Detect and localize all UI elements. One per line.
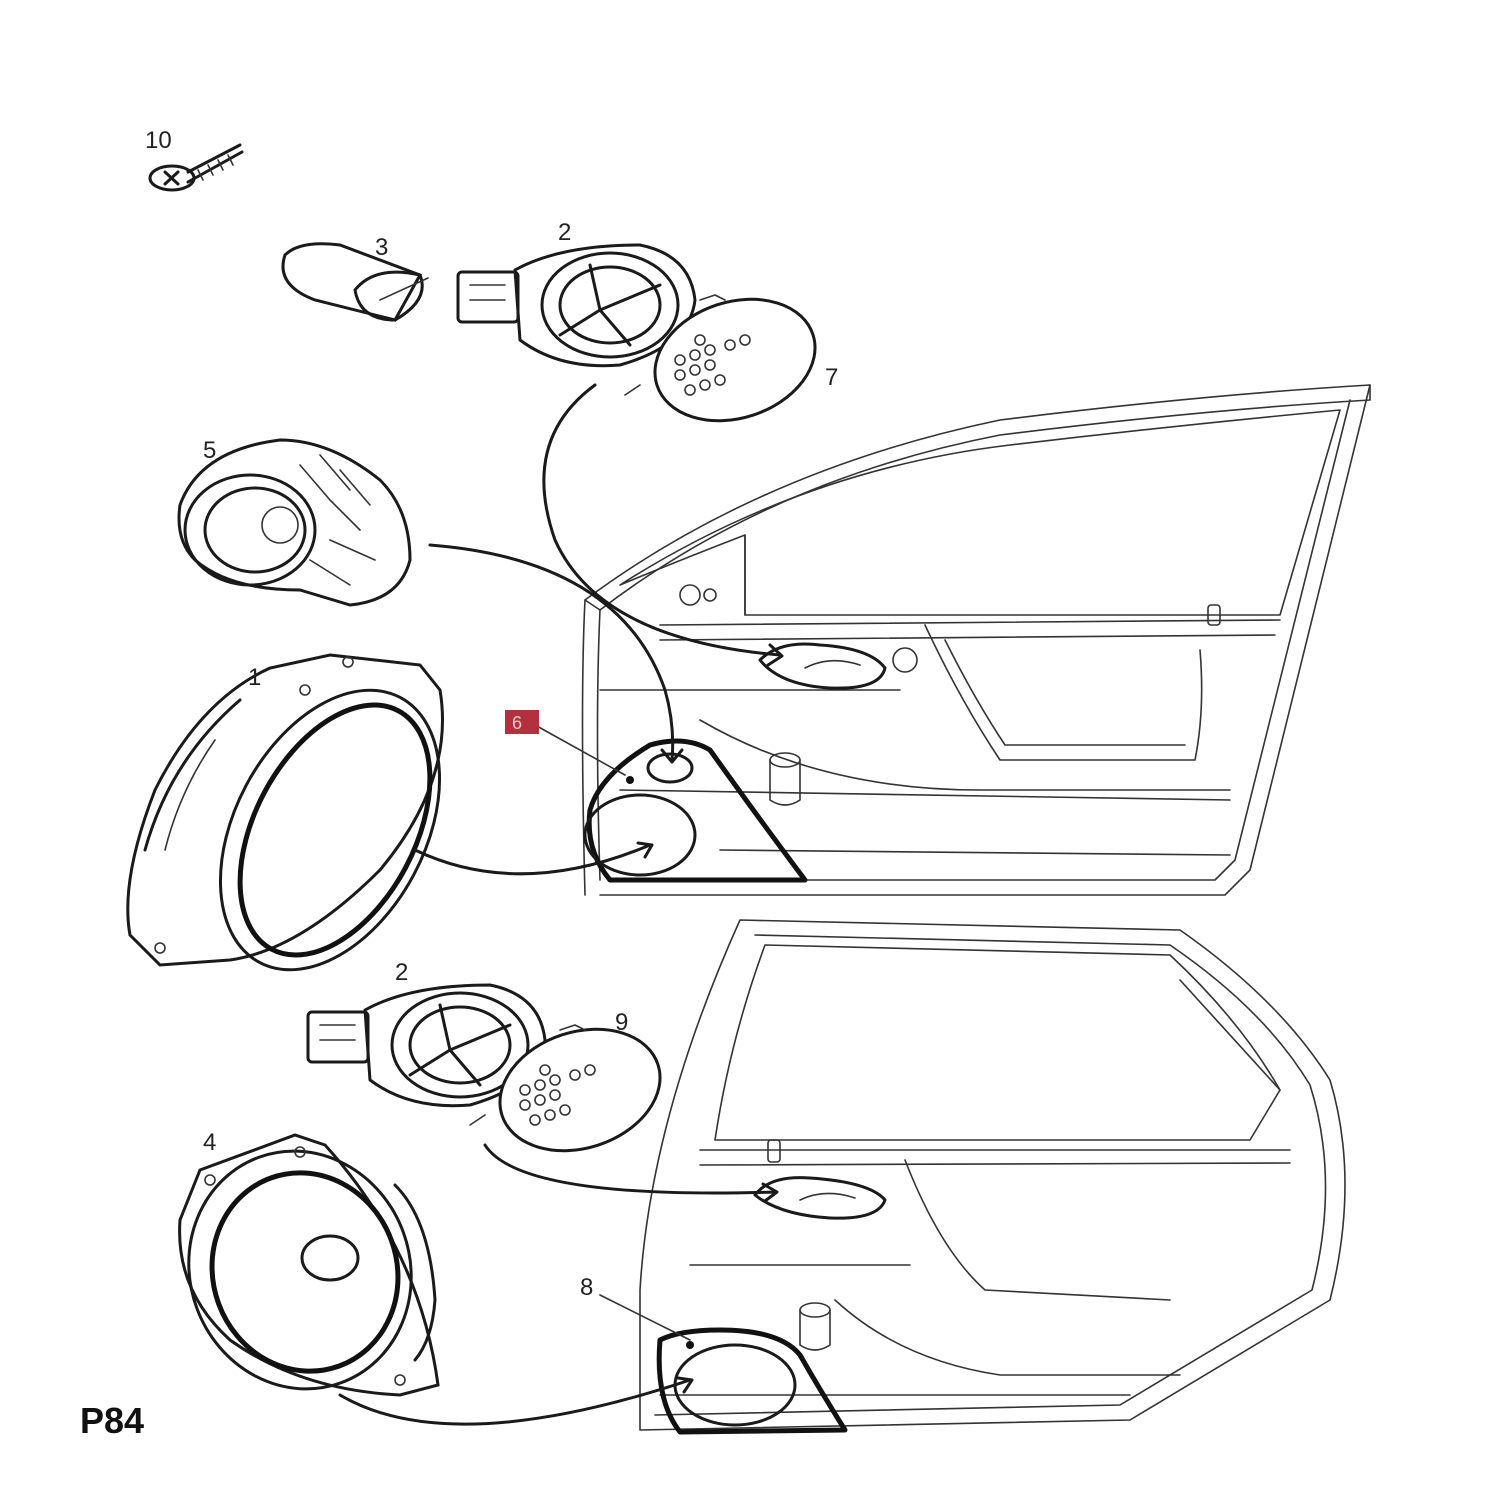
callout-front-speaker: 1 [248, 664, 261, 691]
rear-speaker-icon [178, 1133, 440, 1397]
callout-screw: 10 [145, 127, 172, 154]
assembly-arrows [338, 383, 784, 1426]
callout-rear-tweeter-housing: 2 [395, 959, 408, 986]
front-tweeter-grille-icon [624, 294, 817, 423]
callout-rear-trim: 8 [580, 1274, 593, 1301]
cover-sleeve-icon [281, 242, 429, 322]
callout-front-tweeter-grille: 7 [825, 364, 838, 391]
rear-tweeter-grille-icon [469, 1024, 662, 1153]
front-speaker-icon [126, 653, 444, 972]
rear-tweeter-housing-icon [306, 983, 547, 1108]
callout-speaker-adapter: 5 [203, 437, 216, 464]
callout-front-tweeter-housing: 2 [558, 219, 571, 246]
rear-door-outline [639, 919, 1346, 1435]
callout-rear-speaker: 4 [203, 1129, 216, 1156]
speaker-adapter-icon [177, 438, 412, 607]
front-tweeter-housing-icon [456, 243, 697, 368]
callout-front-trim: 6 [512, 713, 522, 733]
screw-icon [148, 143, 244, 192]
callout-cover-sleeve: 3 [375, 234, 388, 261]
callout-rear-tweeter-grille: 9 [615, 1009, 628, 1036]
page-code-label: P84 [80, 1400, 144, 1441]
front-door-outline [581, 384, 1371, 896]
callout-highlight-box [505, 710, 539, 734]
